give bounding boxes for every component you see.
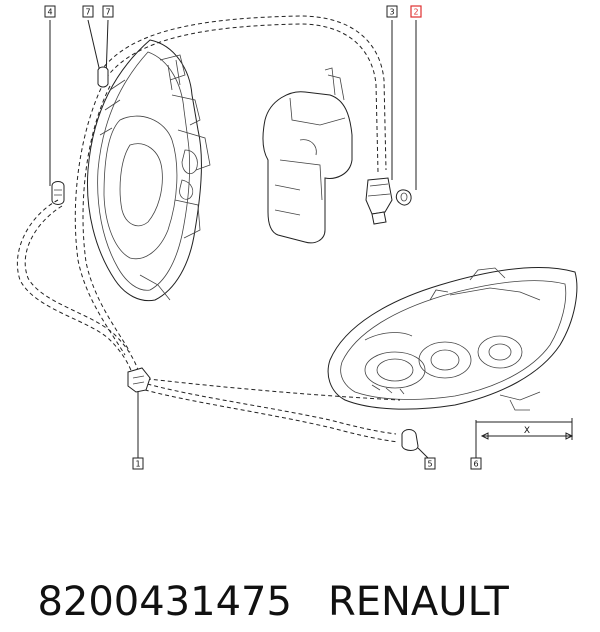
parts-diagram: X 4 7 7 3 2 1 5 6: [16, 5, 578, 470]
part-number: 8200431475: [37, 579, 292, 625]
dimension-x: X: [475, 418, 574, 458]
callout-2-text: 2: [413, 8, 418, 17]
callout-7a-text: 7: [85, 8, 90, 17]
callout-1: 1: [132, 457, 144, 470]
hose-clip: [127, 367, 151, 458]
left-headlamp: [87, 39, 211, 302]
callout-2: 2: [410, 5, 422, 18]
callout-1-text: 1: [135, 460, 140, 469]
washer-jet-left: [49, 20, 65, 205]
callout-7a: 7: [82, 5, 94, 18]
brand-name: RENAULT: [327, 579, 509, 625]
part-footer: 8200431475 RENAULT: [12, 512, 592, 625]
callout-6: 6: [470, 457, 482, 470]
callout-4: 4: [44, 5, 56, 18]
callout-7b-text: 7: [105, 8, 110, 17]
callout-3: 3: [386, 5, 398, 18]
callout-5: 5: [424, 457, 436, 470]
dimension-x-label: X: [524, 426, 530, 436]
callout-3-text: 3: [389, 8, 394, 17]
callout-7b: 7: [102, 5, 114, 18]
pump-grommet: [395, 20, 417, 206]
washer-hoses: [16, 15, 401, 443]
washer-reservoir: [262, 67, 353, 244]
callout-5-text: 5: [427, 460, 432, 469]
washer-jet-right: [401, 429, 429, 459]
callout-6-text: 6: [473, 460, 478, 469]
callout-4-text: 4: [47, 8, 52, 17]
right-headlamp: [327, 267, 578, 411]
washer-pump: [365, 20, 393, 225]
